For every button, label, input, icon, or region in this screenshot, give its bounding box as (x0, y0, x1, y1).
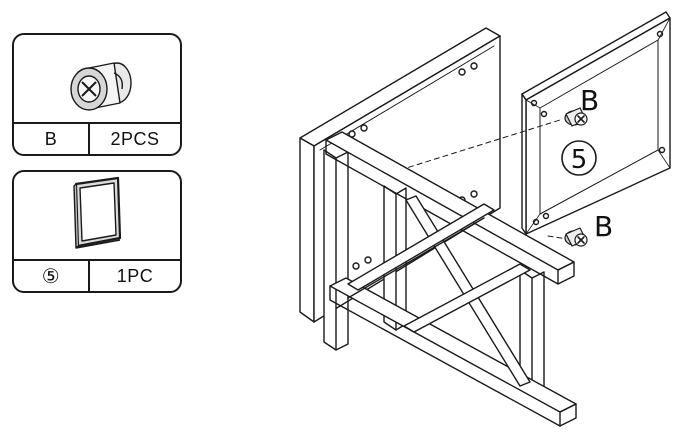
bottom-rail (329, 277, 577, 427)
cam-lock-fitting-icon (70, 62, 132, 111)
callout-panel-5: 5 (561, 140, 597, 176)
panel-frame-icon (73, 176, 122, 249)
part-label: B (14, 124, 90, 154)
part-quantity: 2PCS (110, 128, 160, 149)
callout-panel-5-number: 5 (571, 145, 588, 175)
part-quantity: 1PC (116, 265, 154, 286)
part-label: ⑤ (14, 261, 90, 291)
mid-rails (347, 203, 495, 299)
part-card-5: ⑤ 1PC (12, 170, 182, 293)
fitting-b-top (564, 107, 588, 127)
top-rail (325, 131, 575, 285)
part-card-5-footer: ⑤ 1PC (14, 259, 180, 291)
panel-5-frame (521, 11, 671, 235)
callout-b-bottom: B (594, 210, 613, 243)
part-card-b-footer: B 2PCS (14, 122, 180, 154)
part-card-b: B 2PCS (12, 33, 182, 156)
fitting-b-bottom (564, 227, 588, 247)
callout-b-top: B (580, 84, 599, 117)
frame-uprights (323, 149, 545, 393)
